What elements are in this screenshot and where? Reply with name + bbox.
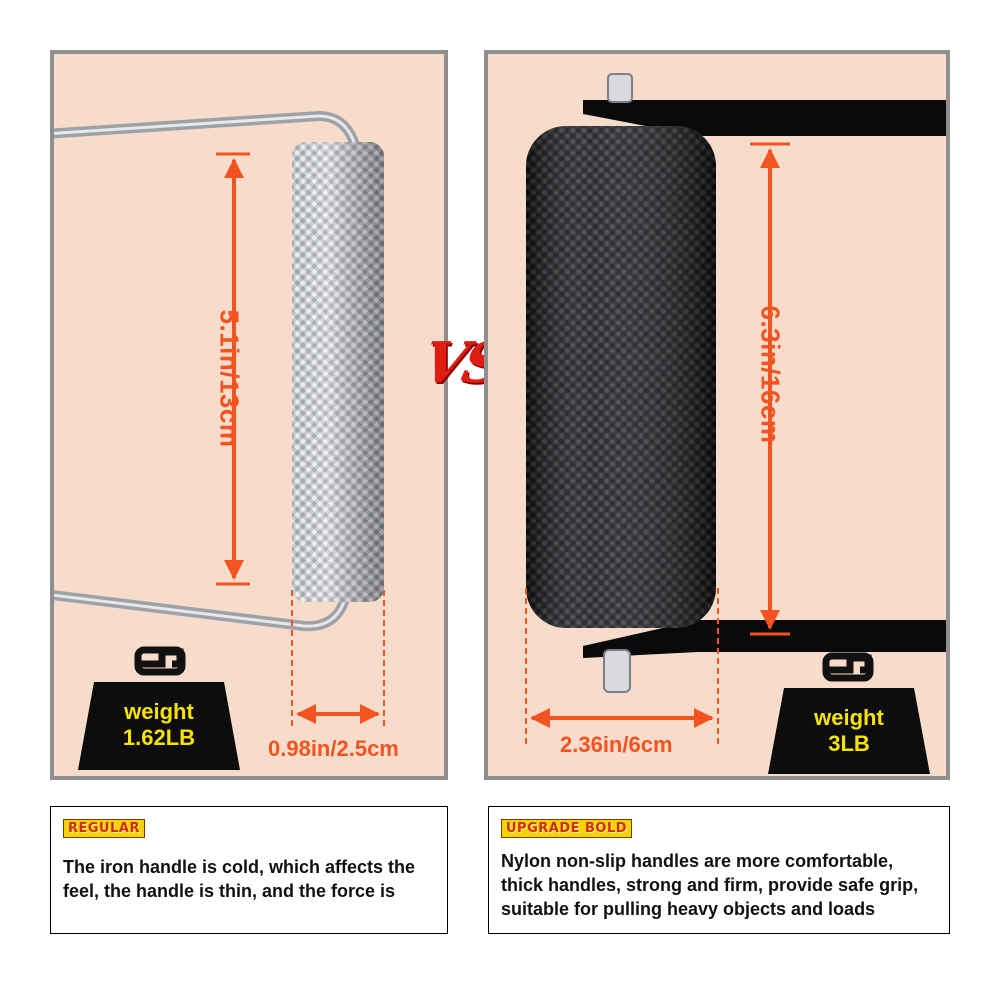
iron-handle-image <box>54 110 385 770</box>
regular-tag: REGULAR <box>63 819 145 838</box>
right-width-dimension: 2.36in/6cm <box>560 732 673 757</box>
upgrade-description: Nylon non-slip handles are more comforta… <box>501 851 919 919</box>
left-weight-title: weight <box>124 699 194 724</box>
regular-description-box: REGULAR The iron handle is cold, which a… <box>50 806 448 934</box>
regular-handle-panel: 5.1in/13cm 0.98in/2.5cm weight 1.62LB <box>50 50 448 780</box>
upgrade-tag: UPGRADE BOLD <box>501 819 633 838</box>
upgrade-description-box: UPGRADE BOLD Nylon non-slip handles are … <box>488 806 950 934</box>
nylon-handle-image <box>525 73 946 774</box>
right-weight-title: weight <box>814 705 884 730</box>
left-weight-value: 1.62LB <box>122 725 196 750</box>
weight-icon <box>768 652 930 774</box>
left-width-dimension: 0.98in/2.5cm <box>268 736 399 761</box>
left-height-dimension: 5.1in/13cm <box>214 309 245 448</box>
right-height-dimension: 6.3in/16cm <box>755 305 786 444</box>
upgrade-handle-panel: 6.3in/16cm 2.36in/6cm weight 3LB <box>484 50 950 780</box>
weight-icon <box>78 646 240 770</box>
regular-description: The iron handle is cold, which affects t… <box>63 857 416 901</box>
right-weight-value: 3LB <box>828 731 870 756</box>
